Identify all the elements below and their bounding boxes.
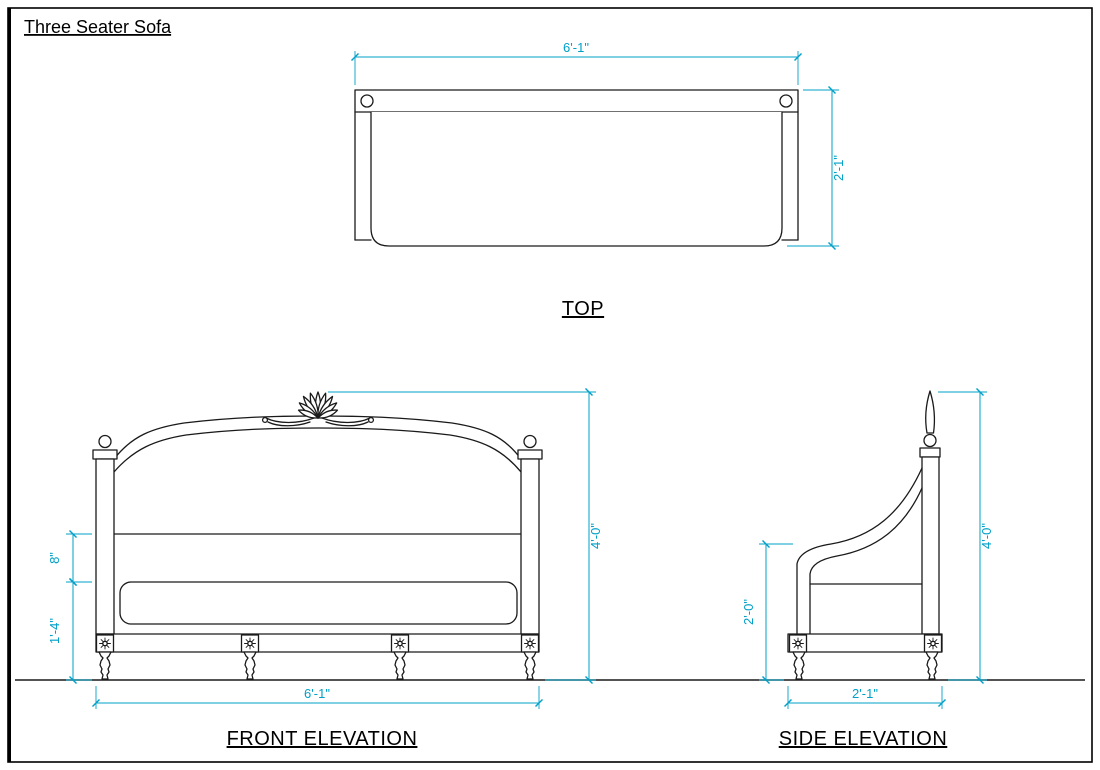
side-elevation-label: SIDE ELEVATION [779, 728, 948, 750]
top-right-finial [779, 94, 793, 108]
side-arm-inner [809, 487, 923, 635]
dim-side-depth-text: 2'-1" [852, 686, 878, 701]
dim-front-seat-height-text: 1'-4" [47, 618, 62, 644]
top-view-sofa [354, 89, 799, 247]
dim-side-arm-height-text: 2'-0" [741, 599, 756, 625]
side-legs [792, 651, 939, 680]
dim-front-width: 6'-1" [92, 686, 543, 709]
side-elevation: 2'-0" 4'-0" 2'-1" SIDE ELEVATION [741, 388, 994, 750]
dim-side-height: 4'-0" [938, 388, 994, 684]
dim-front-height-text: 4'-0" [588, 523, 603, 549]
side-crest-profile [925, 390, 936, 434]
front-left-post [92, 434, 118, 635]
dim-front-back-cushion-text: 8" [47, 552, 62, 564]
drawing-title: Three Seater Sofa [24, 17, 172, 37]
dim-front-height: 4'-0" [328, 388, 603, 684]
dim-side-arm-height: 2'-0" [741, 540, 793, 684]
side-post-cap [919, 447, 941, 458]
dim-front-width-text: 6'-1" [304, 686, 330, 701]
dim-top-width-text: 6'-1" [563, 40, 589, 55]
front-apron [95, 633, 540, 653]
dim-front-seat-height: 1'-4" [47, 578, 92, 684]
dim-top-width: 6'-1" [351, 40, 802, 85]
top-back-rail [354, 89, 799, 113]
front-seat-cushion [119, 581, 518, 625]
front-elevation: 8" 1'-4" 4'-0" 6'-1" FRONT ELEVATION [47, 388, 603, 750]
top-seat-outline [370, 111, 783, 247]
dim-top-depth-text: 2'-1" [831, 155, 846, 181]
top-view: 6'-1" 2'-1" TOP [351, 40, 846, 320]
top-left-finial [360, 94, 374, 108]
front-elevation-label: FRONT ELEVATION [227, 728, 418, 750]
dim-side-depth: 2'-1" [784, 686, 946, 709]
side-back-post [921, 456, 940, 635]
crest-ornament-icon [261, 391, 375, 427]
front-back-rail-inner [113, 427, 522, 473]
side-base-rail [787, 633, 943, 653]
front-sofa [92, 391, 543, 680]
front-right-post [517, 434, 543, 635]
side-sofa [787, 390, 943, 680]
dim-side-height-text: 4'-0" [979, 523, 994, 549]
dim-top-depth: 2'-1" [787, 86, 846, 250]
top-view-label: TOP [562, 298, 604, 320]
dim-front-back-cushion: 8" [47, 530, 92, 586]
side-finial [923, 433, 937, 448]
front-legs [98, 651, 537, 680]
